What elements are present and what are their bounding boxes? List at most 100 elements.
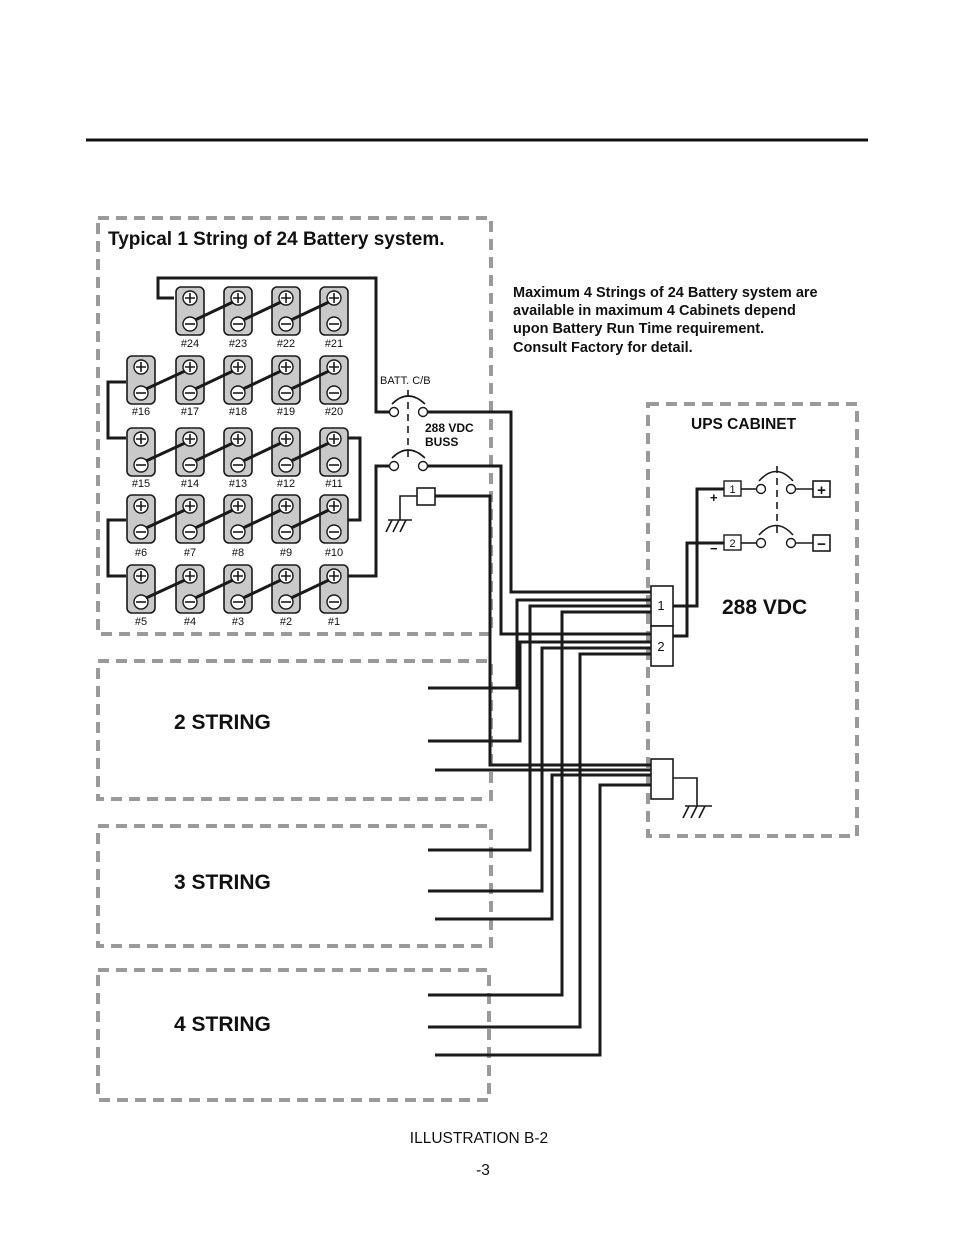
battery-link	[145, 369, 186, 391]
battery-label: #13	[229, 478, 247, 490]
battery-link	[194, 300, 234, 322]
string-4-label: 4 STRING	[174, 1013, 271, 1036]
battery	[319, 494, 349, 544]
ups-breaker	[723, 466, 831, 552]
battery-label: #23	[229, 338, 247, 350]
battery-link	[242, 441, 282, 463]
battery-link	[145, 441, 186, 463]
battery-label: #8	[232, 547, 244, 559]
ups-block-1-label: 1	[657, 598, 664, 613]
battery-label: #22	[277, 338, 295, 350]
string-2-enclosure	[96, 659, 493, 801]
string-3-enclosure	[96, 824, 493, 948]
battery	[271, 427, 301, 477]
battery-label: #16	[132, 406, 150, 418]
battery-string-wiring	[106, 276, 394, 578]
battery-label: #5	[135, 616, 147, 628]
breaker-label: BATT. C/B	[380, 375, 431, 387]
negative-polarity-mark: −	[710, 541, 718, 556]
battery-label: #18	[229, 406, 247, 418]
note-line-2: available in maximum 4 Cabinets depend	[513, 303, 796, 319]
battery	[126, 564, 156, 614]
positive-polarity-mark: +	[710, 490, 718, 505]
battery-label: #17	[181, 406, 199, 418]
battery	[319, 286, 349, 336]
battery	[223, 494, 253, 544]
battery-link	[194, 441, 234, 463]
ups-terminal-2: 2	[729, 538, 735, 550]
battery	[223, 286, 253, 336]
battery-breaker	[388, 390, 429, 472]
battery-link	[242, 300, 282, 322]
battery-label: #20	[325, 406, 343, 418]
string-1-title: Typical 1 String of 24 Battery system.	[108, 229, 445, 250]
battery-link	[290, 369, 330, 391]
battery-label: #9	[280, 547, 292, 559]
battery-label: #24	[181, 338, 199, 350]
ups-terminal-blocks	[650, 487, 724, 819]
battery	[271, 564, 301, 614]
battery-link	[194, 369, 234, 391]
negative-terminal: −	[817, 536, 826, 553]
battery-label: #19	[277, 406, 295, 418]
battery-link	[290, 441, 330, 463]
note-line-4: Consult Factory for detail.	[513, 340, 693, 356]
ups-cabinet-enclosure	[646, 402, 859, 838]
battery	[175, 494, 205, 544]
battery	[223, 355, 253, 405]
battery	[126, 494, 156, 544]
battery-link	[242, 508, 282, 530]
battery-label: #3	[232, 616, 244, 628]
battery-label: #10	[325, 547, 343, 559]
battery-link	[242, 578, 282, 600]
note-line-3: upon Battery Run Time requirement.	[513, 321, 764, 337]
battery-link	[194, 508, 234, 530]
battery-link	[145, 578, 186, 600]
buss-label-line-1: 288 VDC	[425, 421, 474, 435]
battery	[319, 355, 349, 405]
voltage-label: 288 VDC	[722, 596, 807, 619]
battery-link	[194, 578, 234, 600]
battery	[223, 564, 253, 614]
buss-label-line-2: BUSS	[425, 435, 458, 449]
battery-link	[145, 508, 186, 530]
positive-terminal: +	[817, 482, 826, 499]
battery	[223, 427, 253, 477]
battery-link	[290, 508, 330, 530]
battery	[126, 355, 156, 405]
battery-label: #12	[277, 478, 295, 490]
string-3-label: 3 STRING	[174, 871, 271, 894]
ups-cabinet-title: UPS CABINET	[691, 416, 797, 433]
battery	[271, 286, 301, 336]
battery-ground	[385, 487, 436, 533]
battery-link	[242, 369, 282, 391]
battery-link	[290, 300, 330, 322]
battery	[319, 564, 349, 614]
string-2-label: 2 STRING	[174, 711, 271, 734]
battery-label: #14	[181, 478, 199, 490]
illustration-caption: ILLUSTRATION B-2	[410, 1130, 548, 1147]
string-1-enclosure	[96, 216, 493, 636]
battery	[319, 427, 349, 477]
battery	[175, 355, 205, 405]
battery	[175, 286, 205, 336]
battery-label: #21	[325, 338, 343, 350]
note-line-1: Maximum 4 Strings of 24 Battery system a…	[513, 285, 818, 301]
ups-terminal-1: 1	[729, 484, 735, 496]
battery-label: #7	[184, 547, 196, 559]
string-4-enclosure	[96, 968, 491, 1102]
battery	[175, 427, 205, 477]
battery	[175, 564, 205, 614]
battery	[271, 355, 301, 405]
ups-block-2-label: 2	[657, 639, 664, 654]
battery-label: #2	[280, 616, 292, 628]
battery-array: #24#23#22#21#16#17#18#19#20#15#14#13#12#…	[126, 286, 349, 628]
battery-label: #1	[328, 616, 340, 628]
battery	[126, 427, 156, 477]
page-number: -3	[476, 1162, 490, 1179]
battery	[271, 494, 301, 544]
feeder-wiring	[428, 410, 651, 1057]
battery-label: #6	[135, 547, 147, 559]
battery-label: #4	[184, 616, 196, 628]
